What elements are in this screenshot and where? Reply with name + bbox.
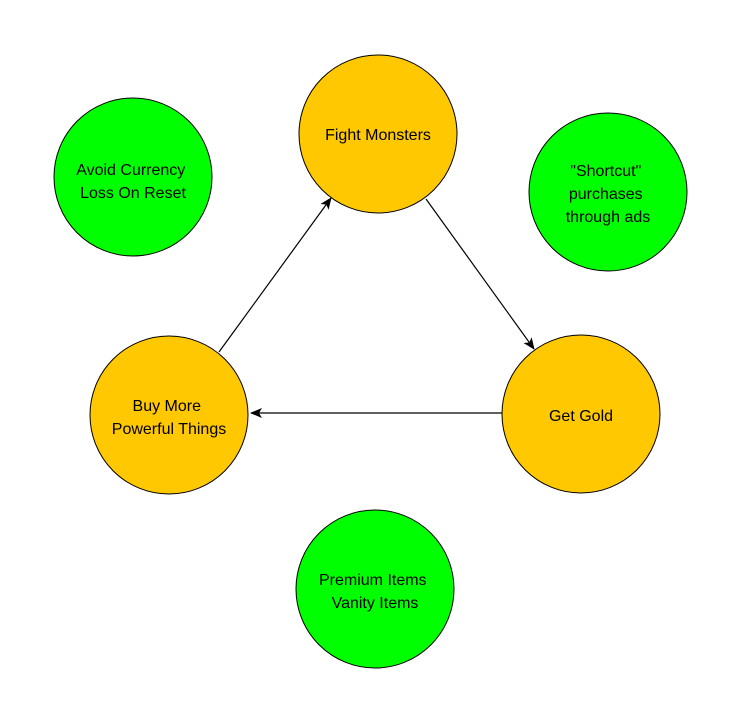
node-buy-more-powerful-things: Buy More Powerful Things: [89, 335, 249, 495]
node-shortcut-purchases-label: "Shortcut" purchases through ads: [566, 163, 651, 226]
node-fight-monsters-label: Fight Monsters: [325, 127, 431, 144]
node-premium-vanity-items-label: Premium Items Vanity Items: [319, 572, 431, 612]
node-premium-vanity-items: Premium Items Vanity Items: [295, 509, 455, 669]
node-get-gold: Get Gold: [501, 334, 661, 494]
node-shortcut-line-3: through ads: [566, 209, 651, 226]
node-buy-line-2: Powerful Things: [112, 421, 226, 438]
node-get-gold-label: Get Gold: [549, 408, 613, 425]
node-premium-line-2: Vanity Items: [332, 595, 419, 612]
node-fight-monsters-line-1: Fight Monsters: [325, 127, 431, 144]
node-avoid-currency-loss-label: Avoid Currency Loss On Reset: [76, 162, 190, 202]
node-shortcut-line-2: purchases: [569, 186, 643, 203]
node-premium-vanity-items-shape: [295, 509, 455, 669]
node-avoid-line-1: Avoid Currency: [76, 162, 185, 179]
node-get-gold-line-1: Get Gold: [549, 408, 613, 425]
node-fight-monsters: Fight Monsters: [298, 54, 458, 214]
node-avoid-currency-loss-shape: [53, 97, 213, 257]
node-buy-more-powerful-things-label: Buy More Powerful Things: [112, 398, 226, 438]
node-shortcut-purchases: "Shortcut" purchases through ads: [528, 112, 688, 272]
node-shortcut-line-1: "Shortcut": [570, 163, 641, 180]
node-premium-line-1: Premium Items: [319, 572, 427, 589]
edge-buy-to-fight: [218, 197, 332, 353]
node-get-gold-shape: [501, 334, 661, 494]
node-buy-line-1: Buy More: [133, 398, 202, 415]
edge-fight-to-gold: [425, 198, 535, 350]
node-shortcut-purchases-shape: [528, 112, 688, 272]
node-avoid-line-2: Loss On Reset: [80, 185, 186, 202]
node-fight-monsters-shape: [298, 54, 458, 214]
node-avoid-currency-loss: Avoid Currency Loss On Reset: [53, 97, 213, 257]
node-buy-more-powerful-things-shape: [89, 335, 249, 495]
